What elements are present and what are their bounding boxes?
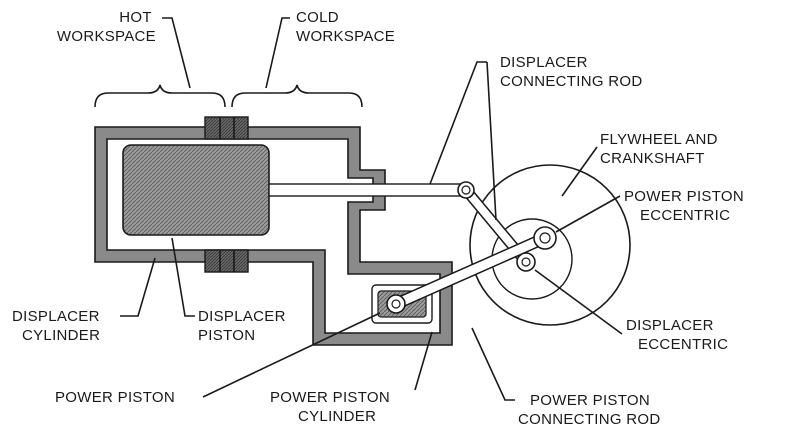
power-piston-connecting-rod xyxy=(390,232,551,310)
leader-lines xyxy=(120,17,623,401)
label-displacer-piston: DISPLACER PISTON xyxy=(198,308,290,344)
label-power-piston-cylinder: POWER PISTON CYLINDER xyxy=(270,389,394,425)
label-hot-workspace: HOT WORKSPACE xyxy=(57,9,156,45)
label-power-piston-connecting-rod: POWER PISTON CONNECTING ROD xyxy=(518,392,661,428)
displacer-piston-rod xyxy=(268,183,470,197)
insulator-top xyxy=(204,116,249,140)
insulator-bottom xyxy=(204,249,249,273)
label-flywheel-and-crankshaft: FLYWHEEL AND CRANKSHAFT xyxy=(600,131,722,167)
label-displacer-cylinder: DISPLACER CYLINDER xyxy=(12,308,104,344)
displacer-cylinder xyxy=(94,116,453,346)
label-displacer-connecting-rod: DISPLACER CONNECTING ROD xyxy=(500,54,643,90)
label-displacer-eccentric: DISPLACER ECCENTRIC xyxy=(626,317,728,353)
label-power-piston-eccentric: POWER PISTON ECCENTRIC xyxy=(624,188,748,224)
displacer-piston xyxy=(122,144,270,236)
label-cold-workspace: COLD WORKSPACE xyxy=(296,9,395,45)
label-power-piston: POWER PISTON xyxy=(55,389,175,406)
hot-workspace-brace xyxy=(94,84,226,108)
cold-workspace-brace xyxy=(231,84,363,108)
